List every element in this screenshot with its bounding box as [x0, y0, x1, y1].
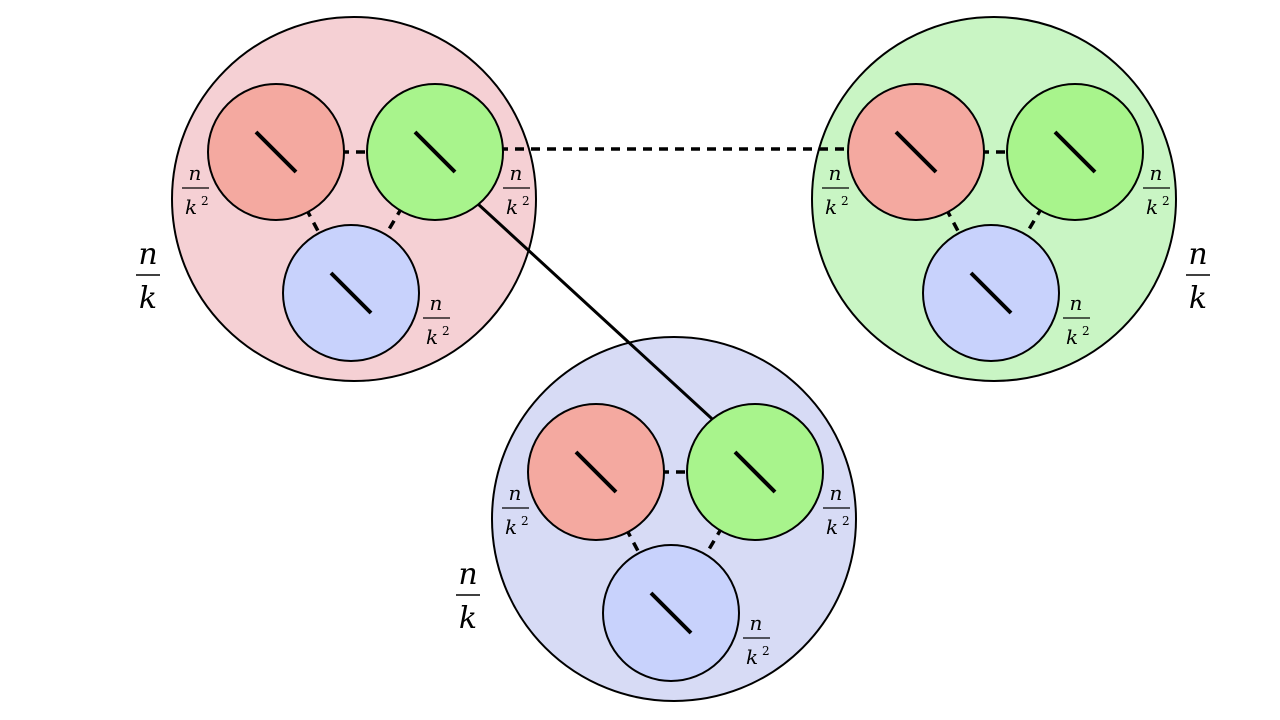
sub-label-red-in-green: n k 2 — [822, 161, 849, 219]
sub-label-blue-in-green: n k 2 — [1063, 291, 1090, 349]
svg-text:2: 2 — [1162, 194, 1170, 208]
solid-edge — [464, 191, 724, 430]
backslash-marks — [254, 130, 1097, 635]
svg-text:n: n — [1188, 237, 1207, 272]
svg-text:n: n — [1070, 291, 1083, 315]
sub-label-green-in-red: n k 2 — [503, 161, 530, 219]
svg-text:2: 2 — [841, 194, 849, 208]
svg-text:k: k — [746, 645, 758, 669]
svg-text:2: 2 — [762, 644, 770, 658]
svg-text:k: k — [506, 195, 518, 219]
svg-text:2: 2 — [521, 514, 529, 528]
svg-text:k: k — [426, 325, 438, 349]
svg-text:k: k — [505, 515, 517, 539]
svg-text:n: n — [829, 161, 842, 185]
svg-text:n: n — [1150, 161, 1163, 185]
sub-label-red-in-red: n k 2 — [182, 161, 209, 219]
svg-text:2: 2 — [842, 514, 850, 528]
svg-text:k: k — [139, 281, 157, 316]
sub-label-blue-in-red: n k 2 — [423, 291, 450, 349]
svg-text:2: 2 — [442, 324, 450, 338]
group-label-green: n k — [1186, 237, 1210, 316]
svg-text:n: n — [830, 481, 843, 505]
svg-text:n: n — [138, 237, 157, 272]
svg-text:n: n — [458, 557, 477, 592]
svg-text:k: k — [1146, 195, 1158, 219]
svg-text:2: 2 — [522, 194, 530, 208]
sub-label-green-in-blue: n k 2 — [823, 481, 850, 539]
svg-text:2: 2 — [1082, 324, 1090, 338]
svg-text:n: n — [509, 481, 522, 505]
svg-text:k: k — [459, 601, 477, 636]
sub-label-green-in-green: n k 2 — [1143, 161, 1170, 219]
svg-text:k: k — [825, 195, 837, 219]
group-label-blue: n k — [456, 557, 480, 636]
sub-label-blue-in-blue: n k 2 — [743, 611, 770, 669]
svg-text:2: 2 — [201, 194, 209, 208]
svg-text:n: n — [189, 161, 202, 185]
svg-text:n: n — [510, 161, 523, 185]
svg-text:n: n — [750, 611, 763, 635]
svg-text:k: k — [1066, 325, 1078, 349]
svg-text:k: k — [185, 195, 197, 219]
svg-text:k: k — [1189, 281, 1207, 316]
svg-text:k: k — [826, 515, 838, 539]
svg-text:n: n — [430, 291, 443, 315]
sub-label-red-in-blue: n k 2 — [502, 481, 529, 539]
group-label-red: n k — [136, 237, 160, 316]
